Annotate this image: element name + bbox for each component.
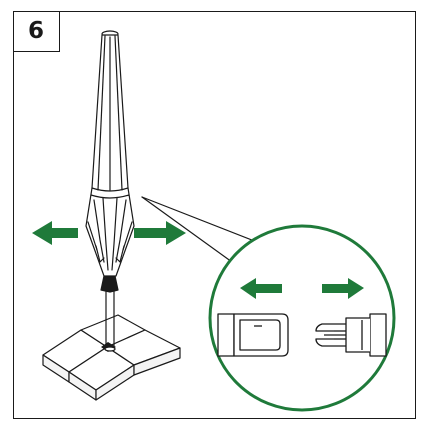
detail-right-arrow-icon — [322, 278, 364, 299]
umbrella-canopy-closed — [85, 30, 135, 277]
buckle-female-icon — [217, 313, 289, 357]
buckle-detail-circle — [208, 224, 396, 412]
right-arrow-icon — [134, 221, 186, 245]
detail-callout-lines — [141, 196, 263, 263]
umbrella-base-weights — [42, 314, 181, 401]
step-number-box: 6 — [13, 11, 60, 52]
step-number: 6 — [27, 18, 44, 44]
instruction-panel — [13, 11, 416, 419]
left-arrow-icon — [32, 221, 78, 245]
detail-left-arrow-icon — [240, 278, 282, 299]
buckle-male-icon — [315, 313, 387, 357]
